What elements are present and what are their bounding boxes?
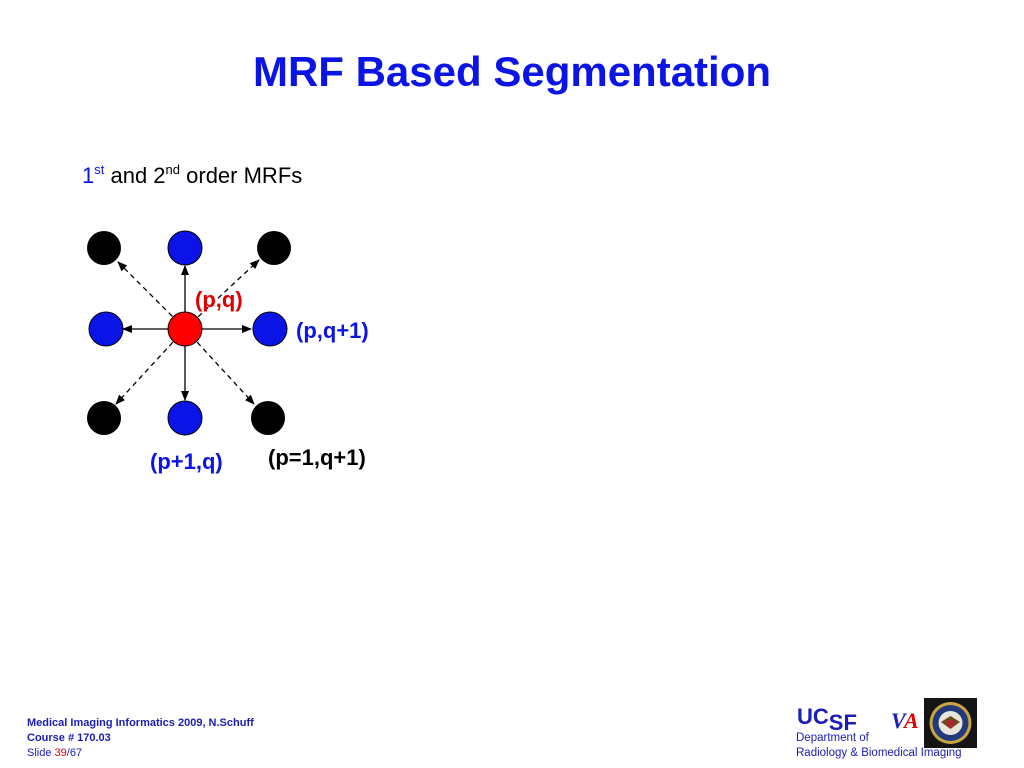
subtitle-rest: order MRFs [180, 163, 303, 188]
va-logo: VA [891, 708, 919, 734]
first-order-number: 1 [82, 163, 95, 188]
slide-prefix: Slide [27, 747, 55, 759]
footer-course-number: Course # 170.03 [27, 732, 111, 744]
node-lower-right [251, 401, 285, 435]
va-seal-icon [924, 698, 977, 748]
ucsf-uc: UC [797, 704, 829, 729]
node-upper-right [257, 231, 291, 265]
ucsf-logo: UCSF [797, 704, 857, 735]
slide-counter: Slide 39/67 [27, 746, 254, 761]
node-lower-left [87, 401, 121, 435]
department-line1: Department of [796, 732, 869, 744]
va-a: A [904, 708, 919, 733]
label-center-node: (p,q) [195, 287, 243, 312]
edge-upper-right [184, 259, 260, 330]
node-bottom [167, 400, 203, 436]
slide-total: 67 [69, 747, 83, 759]
footer-info: Medical Imaging Informatics 2009, N.Schu… [27, 716, 254, 761]
label-bottom-node: (p+1,q) [150, 449, 223, 474]
subtitle: 1st and 2nd order MRFs [82, 162, 302, 189]
label-diagonal-node: (p=1,q+1) [268, 445, 366, 470]
node-top [167, 230, 203, 266]
slide-title: MRF Based Segmentation [252, 48, 772, 95]
edge-lower-right [184, 328, 255, 405]
edge-upper-left [117, 261, 186, 330]
department-name: Department of Radiology & Biomedical Ima… [796, 731, 962, 761]
department-line2: Radiology & Biomedical Imaging [796, 747, 962, 759]
node-center [167, 311, 203, 347]
slide-current: 39 [54, 747, 67, 759]
slide-separator: / [66, 747, 70, 759]
node-upper-left [87, 231, 121, 265]
node-right [252, 311, 288, 347]
node-left [88, 311, 124, 347]
va-v: V [891, 708, 905, 733]
second-order-suffix: nd [165, 162, 181, 177]
label-right-node: (p,q+1) [296, 318, 369, 343]
va-seal-image [924, 698, 977, 748]
edge-lower-left [115, 328, 186, 405]
subtitle-middle: and 2 [104, 163, 166, 188]
first-order-suffix: st [94, 162, 105, 177]
footer-course-title: Medical Imaging Informatics 2009, N.Schu… [27, 717, 254, 729]
ucsf-sf: SF [828, 710, 857, 735]
